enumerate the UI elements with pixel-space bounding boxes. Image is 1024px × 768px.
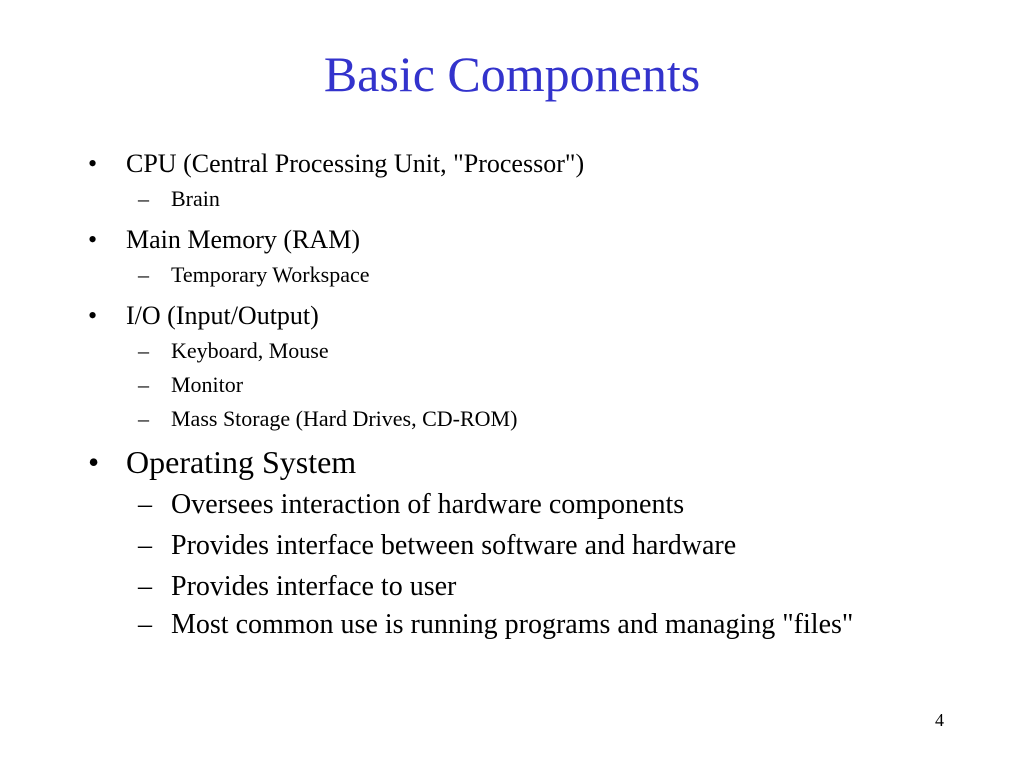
bullet-icon: • [88, 444, 100, 480]
sub-item-text: Keyboard, Mouse [171, 338, 329, 363]
bullet-icon: • [88, 301, 98, 330]
bullet-icon: • [88, 225, 98, 254]
dash-icon: – [138, 262, 149, 287]
dash-icon: – [138, 372, 149, 397]
sub-item-text: Provides interface between software and … [171, 530, 737, 561]
bullet-item-io: • I/O (Input/Output) [88, 298, 968, 334]
bullet-text: CPU (Central Processing Unit, "Processor… [126, 149, 585, 178]
bullet-text: Main Memory (RAM) [126, 225, 360, 254]
bullet-item-operating-system: • Operating System [88, 440, 968, 484]
slide-title: Basic Components [323, 46, 701, 102]
bullet-icon: • [88, 149, 98, 178]
bullet-text: I/O (Input/Output) [126, 301, 319, 330]
sub-item-mass-storage: – Mass Storage (Hard Drives, CD-ROM) [88, 402, 968, 436]
dash-icon: – [138, 186, 149, 211]
sub-item-text: Monitor [171, 372, 244, 397]
sub-item-interface-user: – Provides interface to user [88, 566, 968, 607]
sub-item-brain: – Brain [88, 182, 968, 216]
sub-item-text: Most common use is running programs and … [171, 609, 854, 640]
bullet-text: Operating System [126, 444, 357, 480]
sub-item-temporary-workspace: – Temporary Workspace [88, 258, 968, 292]
sub-item-text: Provides interface to user [171, 571, 457, 602]
dash-icon: – [138, 338, 149, 363]
sub-item-monitor: – Monitor [88, 368, 968, 402]
sub-item-interface-software-hardware: – Provides interface between software an… [88, 525, 968, 566]
bullet-list-operating-system: • Operating System – Oversees interactio… [88, 440, 968, 642]
sub-item-text: Mass Storage (Hard Drives, CD-ROM) [171, 406, 518, 431]
sub-item-oversees-interaction: – Oversees interaction of hardware compo… [88, 484, 968, 525]
dash-icon: – [138, 406, 149, 431]
sub-item-running-programs: – Most common use is running programs an… [88, 607, 931, 642]
page-number: 4 [935, 710, 944, 730]
bullet-list-hardware: • CPU (Central Processing Unit, "Process… [88, 146, 968, 436]
dash-icon: – [138, 530, 152, 561]
bullet-item-cpu: • CPU (Central Processing Unit, "Process… [88, 146, 968, 182]
sub-item-keyboard-mouse: – Keyboard, Mouse [88, 334, 968, 368]
sub-item-text: Oversees interaction of hardware compone… [171, 489, 685, 520]
bullet-item-main-memory: • Main Memory (RAM) [88, 222, 968, 258]
dash-icon: – [138, 571, 152, 602]
dash-icon: – [138, 609, 152, 640]
sub-item-text: Temporary Workspace [171, 262, 370, 287]
sub-item-text: Brain [171, 186, 220, 211]
dash-icon: – [138, 489, 152, 520]
